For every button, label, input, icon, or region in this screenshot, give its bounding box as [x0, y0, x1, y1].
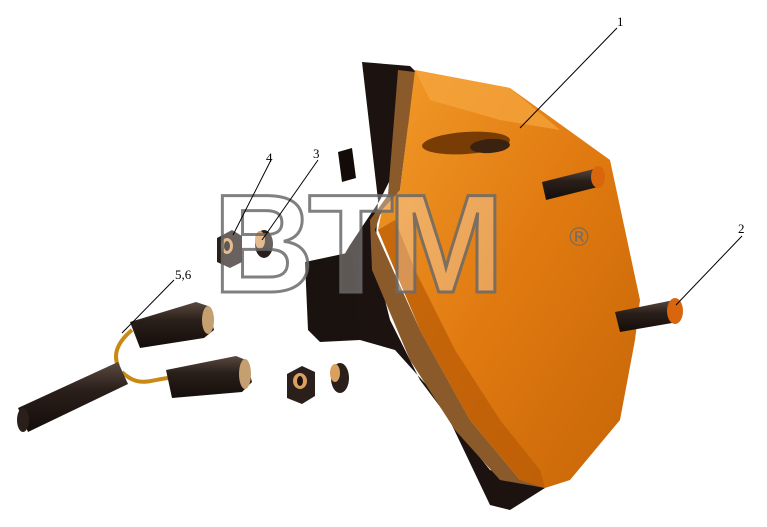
- washer-lower-face: [330, 364, 340, 382]
- callout-3: 3: [313, 146, 320, 161]
- housing-bracket: [305, 252, 360, 342]
- nut-upper: [217, 230, 242, 268]
- callout-2: 2: [738, 221, 745, 236]
- washer-lower: [330, 363, 349, 393]
- connector-upper: [130, 302, 214, 348]
- lens-slot-inner: [470, 138, 510, 154]
- nut-lower-hole: [297, 376, 303, 386]
- housing-back: [310, 62, 545, 510]
- washer-upper-face: [255, 231, 265, 249]
- connector-upper-mouth: [202, 306, 214, 334]
- wire-lead-upper: [113, 328, 134, 367]
- leader-2: [675, 235, 743, 306]
- upper-bolt-shank: [542, 168, 602, 200]
- mounting-screw-tip: [667, 298, 683, 324]
- leader-4: [232, 159, 272, 236]
- upper-bolt-tip: [591, 166, 605, 188]
- nut-lower: [287, 366, 315, 404]
- housing-plug: [338, 148, 356, 182]
- leader-3: [261, 159, 319, 241]
- callout-5-6: 5,6: [175, 267, 192, 282]
- watermark-registered-mark: ®: [566, 223, 592, 253]
- lens-rim: [370, 70, 545, 488]
- leader-5-6: [121, 279, 175, 334]
- lens-top-highlight: [415, 70, 560, 130]
- watermark-text: BTM: [213, 165, 498, 322]
- nut-upper-hole: [224, 241, 230, 251]
- lamp-housing: [305, 62, 545, 510]
- leader-1: [519, 27, 618, 129]
- mounting-screw-shank: [615, 300, 678, 332]
- cable-sleeve: [18, 362, 128, 432]
- lens-side-shade: [378, 220, 545, 488]
- wire-connectors: [17, 302, 252, 432]
- upper-bolt: [542, 166, 605, 200]
- connector-lower: [166, 356, 252, 398]
- leader-lines: [121, 27, 743, 334]
- washer-upper: [255, 230, 273, 258]
- wire-lead-lower: [120, 370, 169, 384]
- cable-sleeve-end: [17, 408, 29, 432]
- callout-4: 4: [266, 150, 273, 165]
- connector-lower-mouth: [239, 359, 251, 389]
- callout-1: 1: [617, 14, 624, 29]
- watermark-logo: BTM ®: [212, 164, 593, 324]
- mounting-screw: [615, 298, 683, 332]
